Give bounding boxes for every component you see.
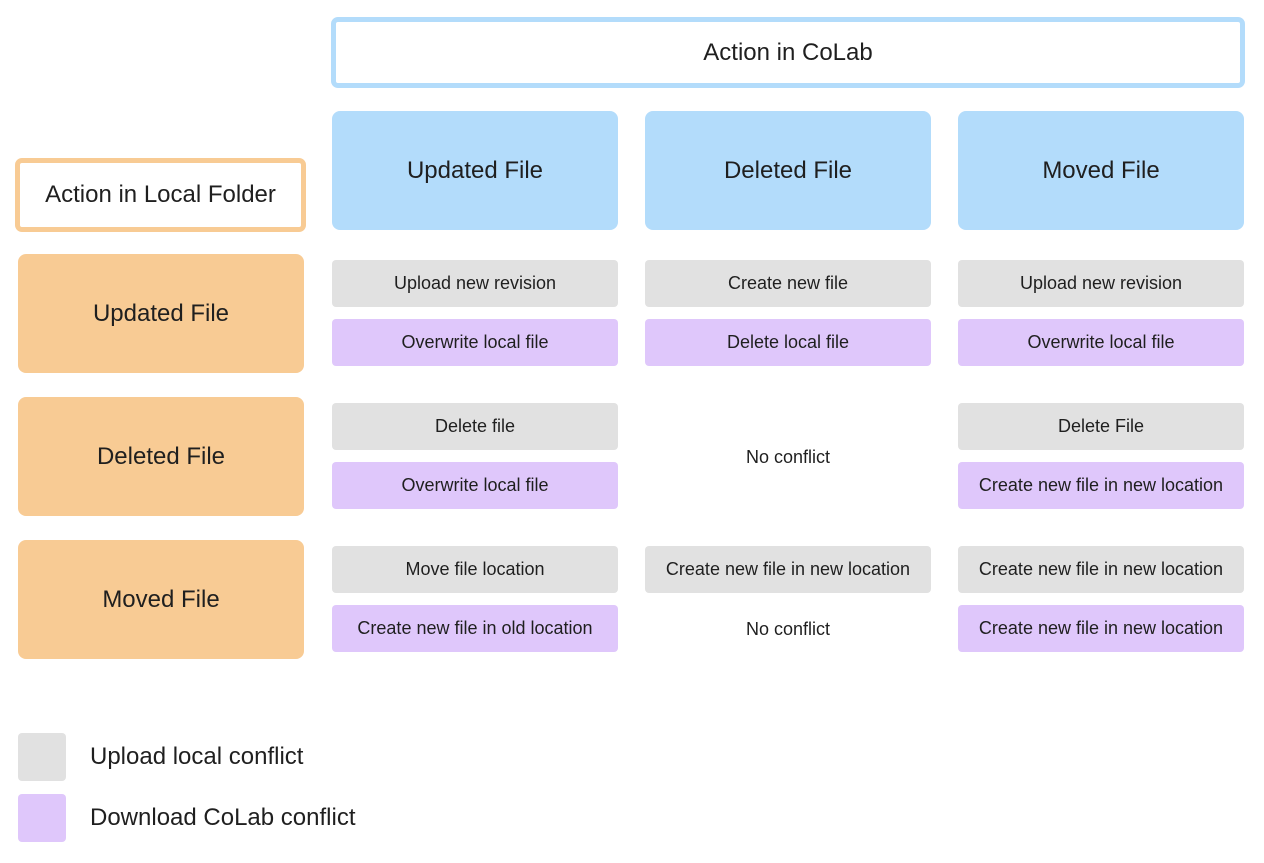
- cell-upload-moved-deleted: Create new file in new location: [645, 546, 931, 593]
- colab-action-header: Action in CoLab: [331, 17, 1245, 88]
- cell-download-deleted-moved: Create new file in new location: [958, 462, 1244, 509]
- cell-no-conflict-deleted-deleted: No conflict: [745, 447, 831, 467]
- cell-upload-moved-updated: Move file location: [332, 546, 618, 593]
- legend-label-download: Download CoLab conflict: [90, 804, 356, 831]
- cell-download-updated-moved: Overwrite local file: [958, 319, 1244, 366]
- cell-download-moved-updated: Create new file in old location: [332, 605, 618, 652]
- cell-upload-updated-moved: Upload new revision: [958, 260, 1244, 307]
- cell-upload-updated-deleted: Create new file: [645, 260, 931, 307]
- cell-upload-moved-moved: Create new file in new location: [958, 546, 1244, 593]
- cell-download-updated-deleted: Delete local file: [645, 319, 931, 366]
- local-action-header: Action in Local Folder: [15, 158, 306, 232]
- cell-upload-deleted-moved: Delete File: [958, 403, 1244, 450]
- cell-download-deleted-updated: Overwrite local file: [332, 462, 618, 509]
- cell-download-moved-moved: Create new file in new location: [958, 605, 1244, 652]
- cell-no-conflict-moved-deleted: No conflict: [745, 619, 831, 639]
- cell-upload-updated-updated: Upload new revision: [332, 260, 618, 307]
- column-header-moved-file: Moved File: [958, 111, 1244, 230]
- column-header-deleted-file: Deleted File: [645, 111, 931, 230]
- row-header-deleted-file: Deleted File: [18, 397, 304, 516]
- row-header-updated-file: Updated File: [18, 254, 304, 373]
- legend-label-upload: Upload local conflict: [90, 743, 304, 770]
- cell-download-updated-updated: Overwrite local file: [332, 319, 618, 366]
- cell-upload-deleted-updated: Delete file: [332, 403, 618, 450]
- legend-swatch-upload: [18, 733, 66, 781]
- column-header-updated-file: Updated File: [332, 111, 618, 230]
- row-header-moved-file: Moved File: [18, 540, 304, 659]
- legend-swatch-download: [18, 794, 66, 842]
